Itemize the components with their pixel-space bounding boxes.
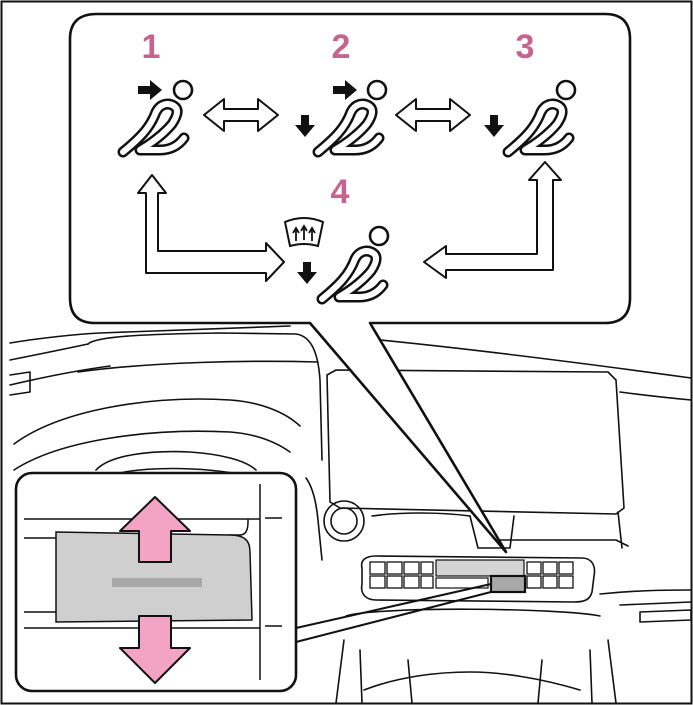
switch-inset: [14, 471, 492, 693]
feet-and-windshield-vent-icon: [283, 217, 390, 305]
face-and-feet-vent-icon: [295, 79, 388, 158]
mode-3-label: 3: [515, 28, 535, 66]
center-vent-grilles: [369, 561, 574, 589]
face-vent-icon: [117, 79, 194, 158]
mode-4-label: 4: [330, 173, 350, 211]
push-down-arrow-icon: [119, 615, 191, 684]
double-arrow-2-3-icon: [395, 98, 471, 132]
mode-2-label: 2: [331, 28, 351, 66]
mode-1-label: 1: [141, 28, 161, 66]
center-vent-lower-panel: [435, 577, 489, 589]
switch-indicator-bar: [112, 578, 202, 587]
feet-vent-icon: [484, 79, 577, 158]
center-vent-panel: [435, 559, 525, 577]
push-up-arrow-icon: [119, 496, 191, 563]
air-outlet-switch: [489, 574, 527, 594]
arrow-4-to-1-icon: [137, 174, 285, 282]
arrow-3-to-4-icon: [423, 161, 562, 279]
double-arrow-1-2-icon: [203, 98, 279, 132]
callout-bubble: [68, 12, 632, 554]
